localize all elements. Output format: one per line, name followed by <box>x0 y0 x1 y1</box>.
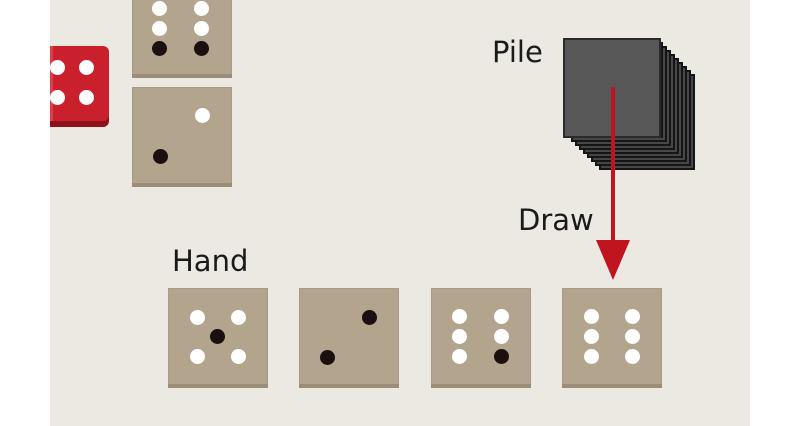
pip <box>190 310 205 325</box>
pip <box>152 41 167 56</box>
hand-tile-2[interactable] <box>299 288 399 388</box>
pip <box>320 350 335 365</box>
pip <box>79 90 94 105</box>
red-die[interactable] <box>50 46 109 121</box>
pip <box>625 349 640 364</box>
draw-label: Draw <box>518 203 594 237</box>
pip <box>194 1 209 16</box>
pip <box>190 349 205 364</box>
pip <box>625 309 640 324</box>
pip <box>50 90 65 105</box>
hand-tile-4[interactable] <box>562 288 662 388</box>
pip <box>494 329 509 344</box>
draw-arrow-icon <box>596 87 630 280</box>
pip <box>231 349 246 364</box>
hand-tile-1[interactable] <box>168 288 268 388</box>
pip <box>494 349 509 364</box>
pip <box>210 329 225 344</box>
pip <box>494 309 509 324</box>
pip <box>153 149 168 164</box>
pip <box>194 41 209 56</box>
pip <box>452 309 467 324</box>
pip <box>584 309 599 324</box>
pip <box>50 60 65 75</box>
pip <box>584 349 599 364</box>
pip <box>195 108 210 123</box>
hand-label: Hand <box>172 244 249 278</box>
board-tile-top[interactable] <box>132 0 232 78</box>
pip <box>152 1 167 16</box>
pip <box>584 329 599 344</box>
pip <box>152 21 167 36</box>
pip <box>231 310 246 325</box>
pip <box>452 329 467 344</box>
pile-label: Pile <box>492 35 543 69</box>
pip <box>194 21 209 36</box>
board-tile-middle[interactable] <box>132 87 232 187</box>
pip <box>625 329 640 344</box>
pip <box>79 60 94 75</box>
game-board: Pile Draw Hand <box>50 0 750 426</box>
pip <box>452 349 467 364</box>
hand-tile-3[interactable] <box>431 288 531 388</box>
pip <box>362 310 377 325</box>
